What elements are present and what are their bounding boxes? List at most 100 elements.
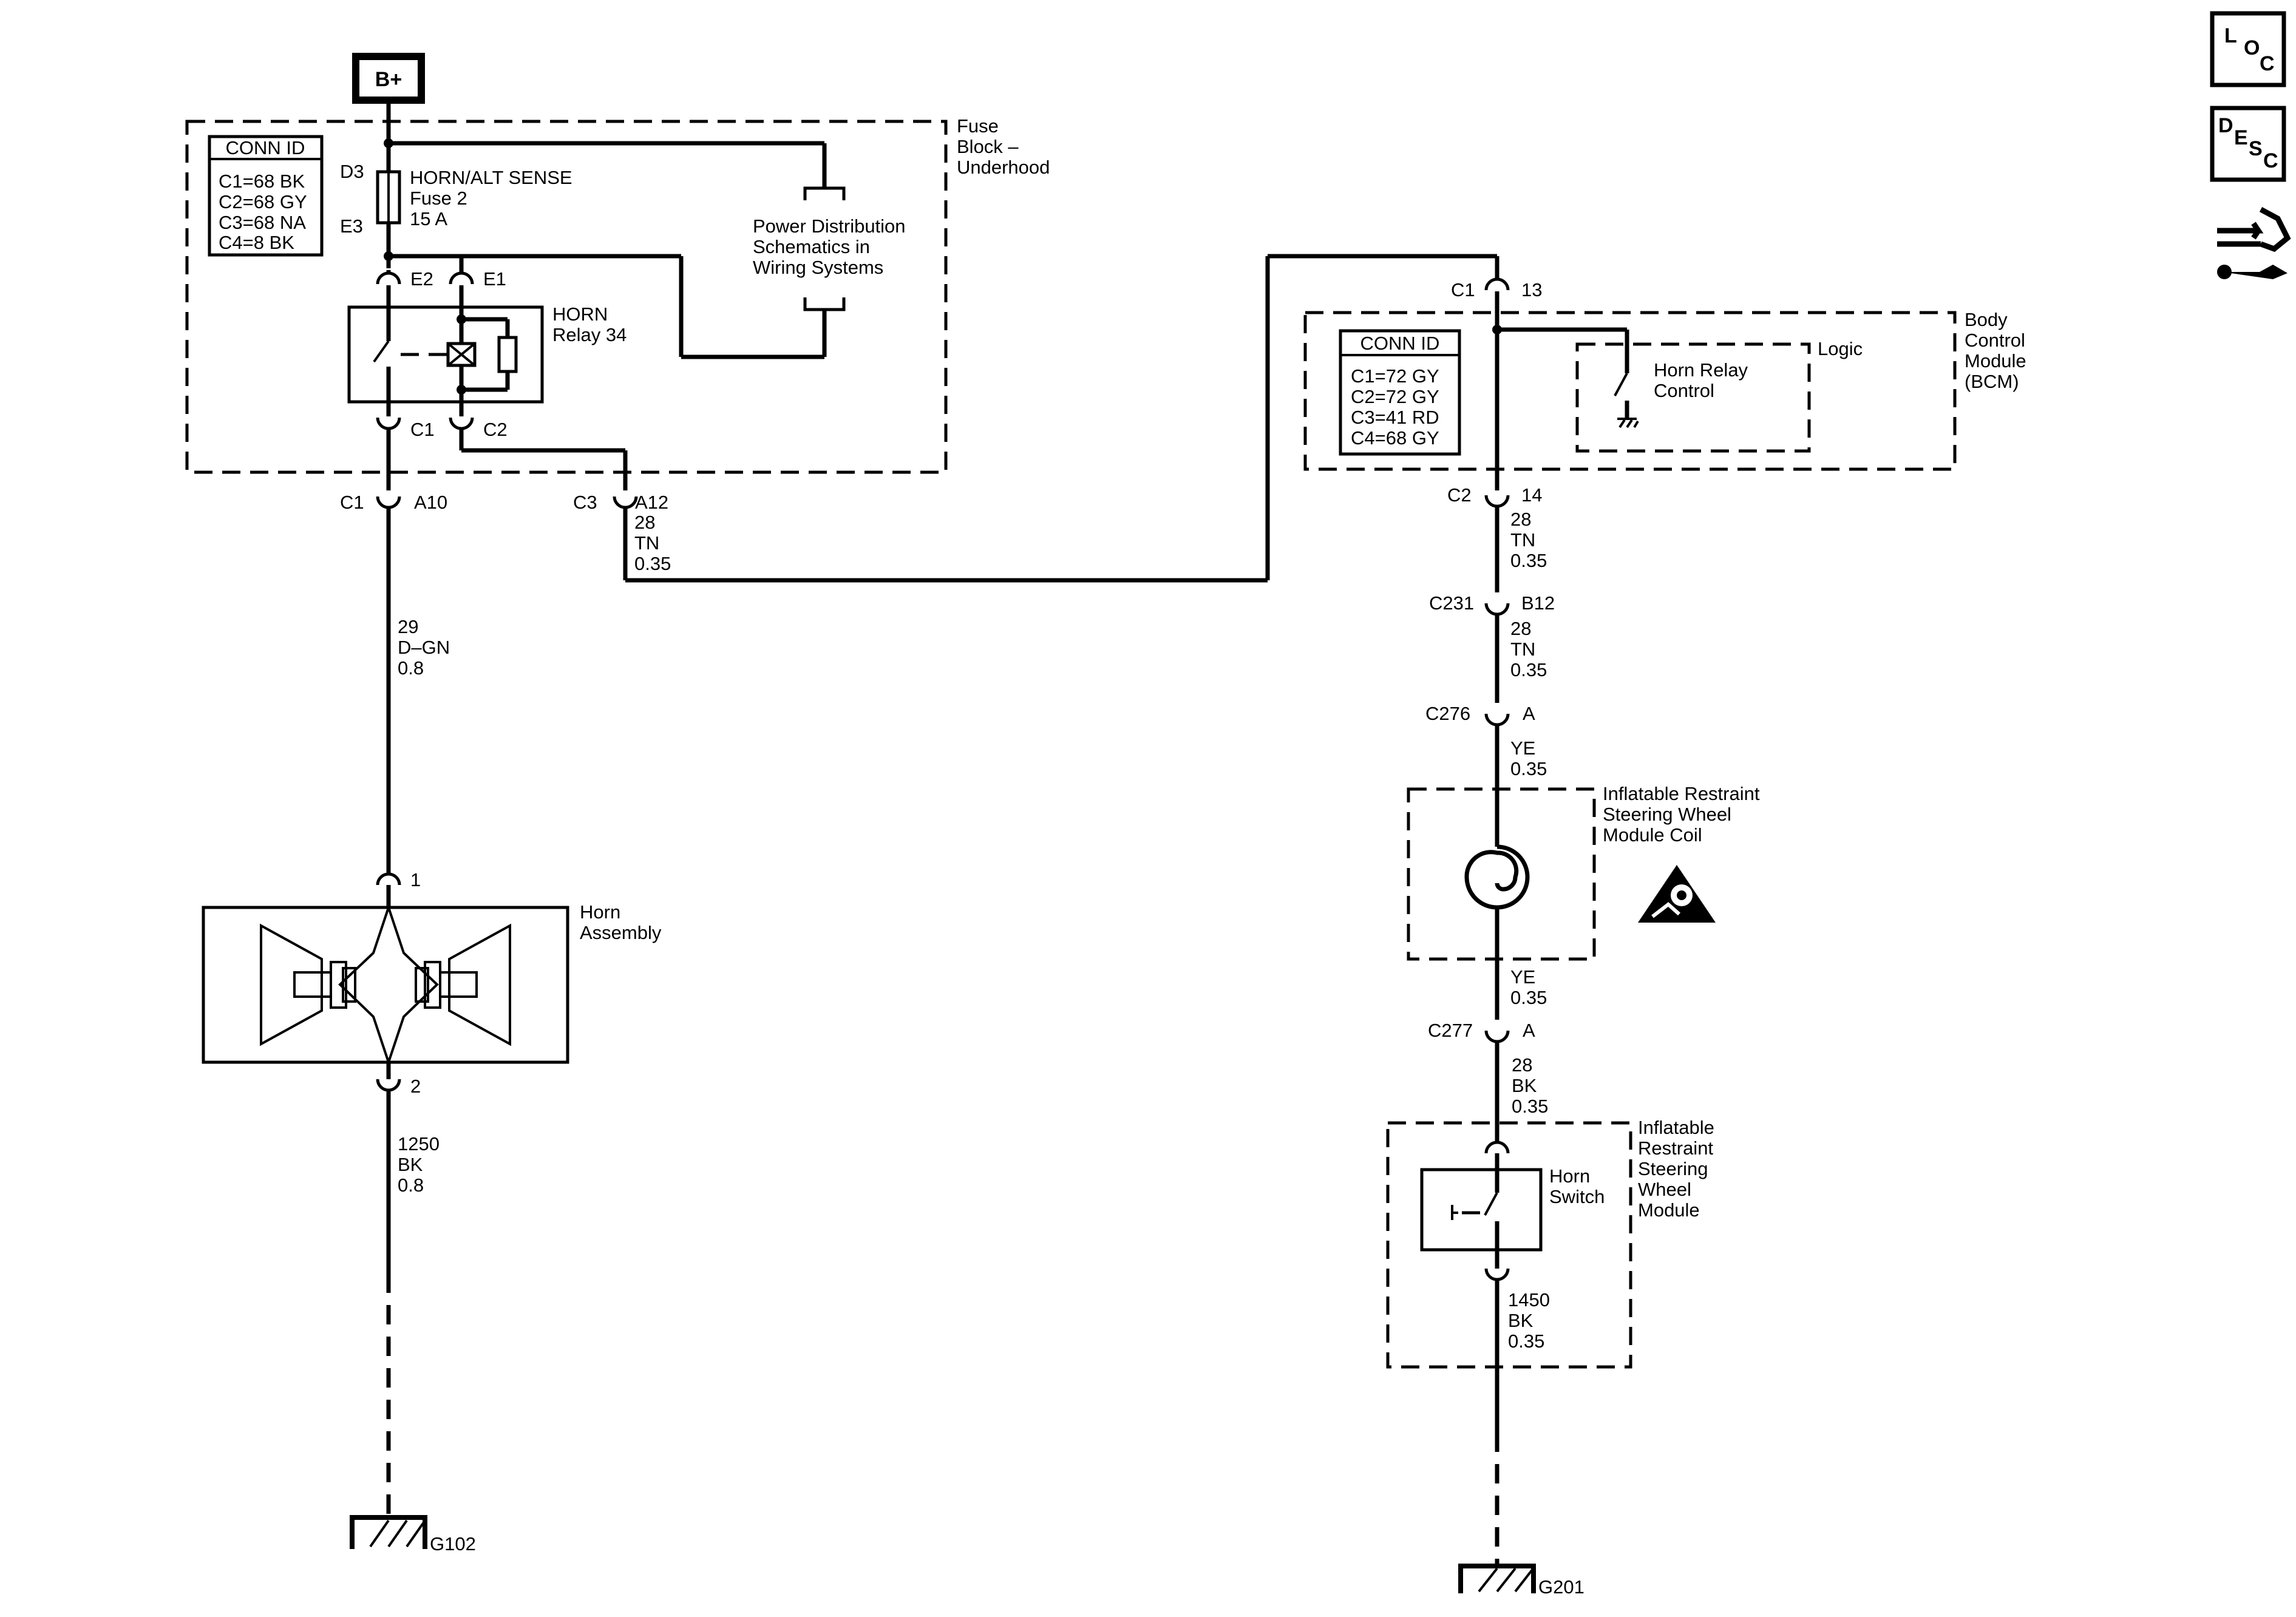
bcm-input-connector: C1 13 bbox=[1451, 277, 1542, 300]
desc-letter: E bbox=[2234, 126, 2248, 149]
bcm-title: Control bbox=[1965, 330, 2025, 351]
connector-pin: A10 bbox=[414, 492, 447, 513]
ground-g201: G201 bbox=[1458, 1564, 1584, 1598]
steering-wheel-module-coil: Inflatable Restraint Steering Wheel Modu… bbox=[1407, 783, 1760, 961]
sw-module-title: Restraint bbox=[1638, 1137, 1713, 1159]
connector-label: C3 bbox=[573, 492, 597, 513]
horn-switch-label: Horn bbox=[1549, 1165, 1590, 1187]
fuse-number: Fuse 2 bbox=[410, 188, 467, 209]
conn-id-row: C1=72 GY bbox=[1351, 365, 1439, 387]
horn-switch: Horn Switch bbox=[1420, 1153, 1605, 1252]
loc-letter: L bbox=[2224, 24, 2237, 47]
coil-title: Steering Wheel bbox=[1603, 804, 1731, 825]
wire-gauge: 0.35 bbox=[1510, 987, 1547, 1008]
sw-module-title: Module bbox=[1638, 1199, 1700, 1221]
fuse-name: HORN/ALT SENSE bbox=[410, 167, 572, 188]
horn-switch-label: Switch bbox=[1549, 1186, 1605, 1207]
battery-positive-terminal: B+ bbox=[352, 53, 425, 104]
fuse-block-title-3: Underhood bbox=[957, 157, 1050, 178]
horn-pin-1-connector bbox=[376, 872, 401, 886]
coil-title: Module Coil bbox=[1603, 824, 1702, 846]
relay-pin-c2-connector bbox=[449, 417, 474, 430]
wire-gauge: 0.8 bbox=[398, 657, 424, 679]
conn-id-row: C3=41 RD bbox=[1351, 407, 1439, 428]
airbag-warning-icon bbox=[1638, 865, 1716, 923]
connector-pin: 13 bbox=[1521, 279, 1542, 300]
logic-label: Logic bbox=[1818, 338, 1863, 359]
connector-label: C277 bbox=[1428, 1020, 1473, 1041]
wire-gauge: 0.35 bbox=[1512, 1096, 1548, 1117]
ground-label: G102 bbox=[430, 1533, 476, 1554]
power-dist-text: Schematics in bbox=[753, 236, 870, 257]
bcm-conn-id-table: CONN ID C1=72 GY C2=72 GY C3=41 RD C4=68… bbox=[1339, 329, 1461, 456]
sw-module-title: Steering bbox=[1638, 1158, 1708, 1179]
wire-circuit: 28 bbox=[634, 512, 655, 533]
horn-pin-1: 1 bbox=[410, 869, 421, 890]
wire-label-c231-c276: 28 TN 0.35 bbox=[1510, 618, 1547, 680]
fuse-block-title-1: Fuse bbox=[957, 115, 999, 137]
wire-label-bcm-c231: 28 TN 0.35 bbox=[1510, 509, 1547, 571]
wire-color: D–GN bbox=[398, 637, 450, 658]
wire-circuit: 28 bbox=[1510, 509, 1531, 530]
wire-gauge: 0.35 bbox=[1510, 550, 1547, 571]
wire-label-horn-feed: 29 D–GN 0.8 bbox=[398, 616, 450, 679]
switch-output-connector bbox=[1484, 1268, 1510, 1281]
fuse-block-underhood: Fuse Block – Underhood CONN ID C1=68 BK … bbox=[185, 100, 1050, 490]
wire-label-coil-c277: YE 0.35 bbox=[1510, 966, 1547, 1008]
wire-color: TN bbox=[1510, 529, 1535, 551]
relay-number: Relay 34 bbox=[552, 324, 627, 345]
horn-pin-2-connector bbox=[376, 1079, 401, 1092]
wire-circuit: 1250 bbox=[398, 1133, 440, 1154]
connector-pin: A12 bbox=[635, 492, 668, 513]
bcm-output-connector: C2 14 bbox=[1447, 484, 1542, 508]
bcm-logic-block: Logic Horn Relay Control bbox=[1575, 330, 1863, 453]
conn-id-heading: CONN ID bbox=[226, 137, 305, 158]
relay-pin-c1-connector bbox=[376, 417, 401, 430]
wire-color: BK bbox=[398, 1154, 423, 1175]
connector-label: C276 bbox=[1425, 703, 1470, 724]
wire-color: TN bbox=[1510, 639, 1535, 660]
horn-assembly-title: Assembly bbox=[580, 922, 662, 943]
connector-label: C1 bbox=[1451, 279, 1475, 300]
ground-label: G201 bbox=[1538, 1576, 1584, 1598]
conn-id-row: C3=68 NA bbox=[219, 212, 306, 233]
switch-input-connector bbox=[1484, 1141, 1510, 1154]
wire-color: YE bbox=[1510, 737, 1535, 759]
conn-id-row: C4=8 BK bbox=[219, 232, 294, 253]
wire-gauge: 0.8 bbox=[398, 1175, 424, 1196]
horn-pin-2: 2 bbox=[410, 1076, 421, 1097]
wire-color: BK bbox=[1512, 1075, 1537, 1096]
fuse-rating: 15 A bbox=[410, 208, 447, 229]
conn-id-row: C4=68 GY bbox=[1351, 427, 1439, 449]
connector-label: C1 bbox=[340, 492, 364, 513]
connector-label: C231 bbox=[1429, 592, 1474, 614]
wire-circuit: 29 bbox=[398, 616, 418, 637]
desc-icon[interactable]: D E S C bbox=[2210, 106, 2286, 182]
relay-pin-c1: C1 bbox=[410, 419, 435, 440]
connector-label: C2 bbox=[1447, 484, 1472, 506]
wire-gauge: 0.35 bbox=[634, 553, 671, 574]
hand-wrench-icon[interactable] bbox=[2217, 207, 2291, 279]
battery-label: B+ bbox=[375, 68, 402, 91]
connector-pin: A bbox=[1523, 703, 1535, 724]
wire-gauge: 0.35 bbox=[1510, 758, 1547, 779]
fuse-block-connector-c3-a12: C3 A12 bbox=[573, 492, 668, 513]
relay-pin-e1: E1 bbox=[483, 268, 506, 290]
conn-id-row: C2=72 GY bbox=[1351, 386, 1439, 407]
relay-pin-e1-connector bbox=[449, 271, 474, 285]
desc-letter: C bbox=[2263, 149, 2278, 172]
horn-alt-sense-fuse: D3 E3 HORN/ALT SENSE Fuse 2 15 A bbox=[340, 161, 572, 237]
power-dist-text: Wiring Systems bbox=[753, 257, 883, 278]
relay-pin-e2: E2 bbox=[410, 268, 433, 290]
wire-gauge: 0.35 bbox=[1510, 659, 1547, 680]
connector-pin: B12 bbox=[1521, 592, 1555, 614]
wire-label-switch-ground: 1450 BK 0.35 bbox=[1508, 1289, 1550, 1352]
wire-circuit: 1450 bbox=[1508, 1289, 1550, 1310]
relay-pin-c2: C2 bbox=[483, 419, 508, 440]
bcm-title: Module bbox=[1965, 350, 2026, 371]
sw-module-title: Wheel bbox=[1638, 1179, 1691, 1200]
wire-label-horn-ground: 1250 BK 0.8 bbox=[398, 1133, 440, 1196]
connector-c277: C277 A bbox=[1428, 1020, 1535, 1043]
loc-icon[interactable]: L O C bbox=[2210, 11, 2286, 87]
